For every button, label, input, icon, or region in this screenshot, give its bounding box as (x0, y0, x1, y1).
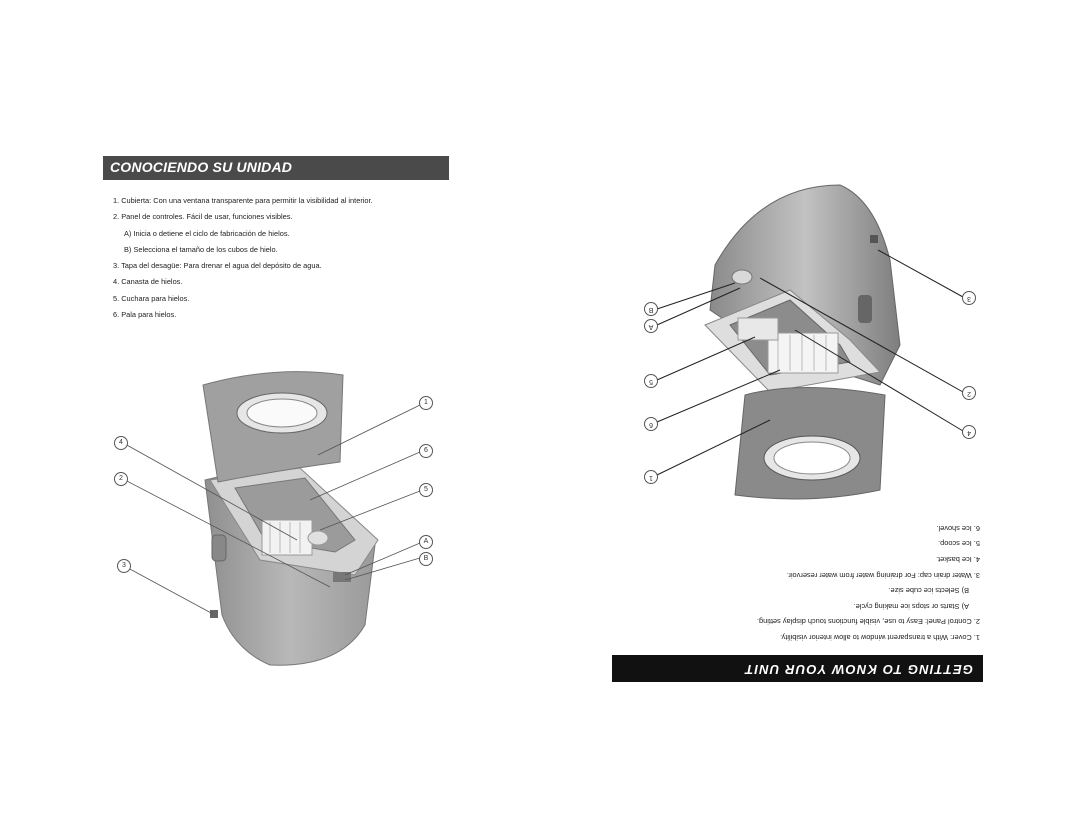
callout-1: 1 (644, 470, 658, 484)
section-title-en: GETTING TO KNOW YOUR UNIT (744, 662, 973, 677)
list-item: A) Starts or stops ice making cycle. (853, 601, 969, 611)
callout-4: 4 (962, 425, 976, 439)
parts-list-en: 1. Cover: With a transparent window to a… (700, 520, 980, 645)
list-item: 6. Ice shovel. (936, 523, 980, 533)
callout-B: B (644, 302, 658, 316)
list-item: 5. Cuchara para hielos. (113, 293, 190, 303)
list-item: 4. Ice basket. (936, 555, 980, 565)
section-header-en: GETTING TO KNOW YOUR UNIT (612, 655, 983, 682)
callout-A: A (419, 535, 433, 549)
callout-5: 5 (419, 483, 433, 497)
list-item: B) Selecciona el tamaño de los cubos de … (124, 244, 278, 254)
callout-B: B (419, 552, 433, 566)
callout-5: 5 (644, 374, 658, 388)
list-item: A) Inicia o detiene el ciclo de fabricac… (124, 228, 290, 238)
list-item: 6. Pala para hielos. (113, 310, 177, 320)
list-item: 1. Cover: With a transparent window to a… (780, 633, 980, 642)
list-item: 1. Cubierta: Con una ventana transparent… (113, 196, 373, 205)
callout-6: 6 (644, 417, 658, 431)
list-item: 3. Water drain cap: For draining water f… (786, 570, 980, 580)
callout-3: 3 (962, 291, 976, 305)
callout-4: 4 (114, 436, 128, 450)
callout-1: 1 (419, 396, 433, 410)
callout-2: 2 (114, 472, 128, 486)
section-title-es: CONOCIENDO SU UNIDAD (110, 159, 293, 175)
list-item: 3. Tapa del desagüe: Para drenar el agua… (113, 261, 322, 271)
section-header-es: CONOCIENDO SU UNIDAD (103, 156, 449, 180)
callout-A: A (644, 319, 658, 333)
list-item: 5. Ice scoop. (938, 539, 980, 549)
callout-2: 2 (962, 386, 976, 400)
parts-list-es: 1. Cubierta: Con una ventana transparent… (113, 193, 453, 323)
list-item: 2. Panel de controles. Fácil de usar, fu… (113, 212, 293, 222)
callout-3: 3 (117, 559, 131, 573)
list-item: B) Selects ice cube size. (888, 586, 969, 596)
callout-6: 6 (419, 444, 433, 458)
list-item: 4. Canasta de hielos. (113, 277, 183, 287)
list-item: 2. Control Panel: Easy to use, visible f… (756, 617, 980, 627)
